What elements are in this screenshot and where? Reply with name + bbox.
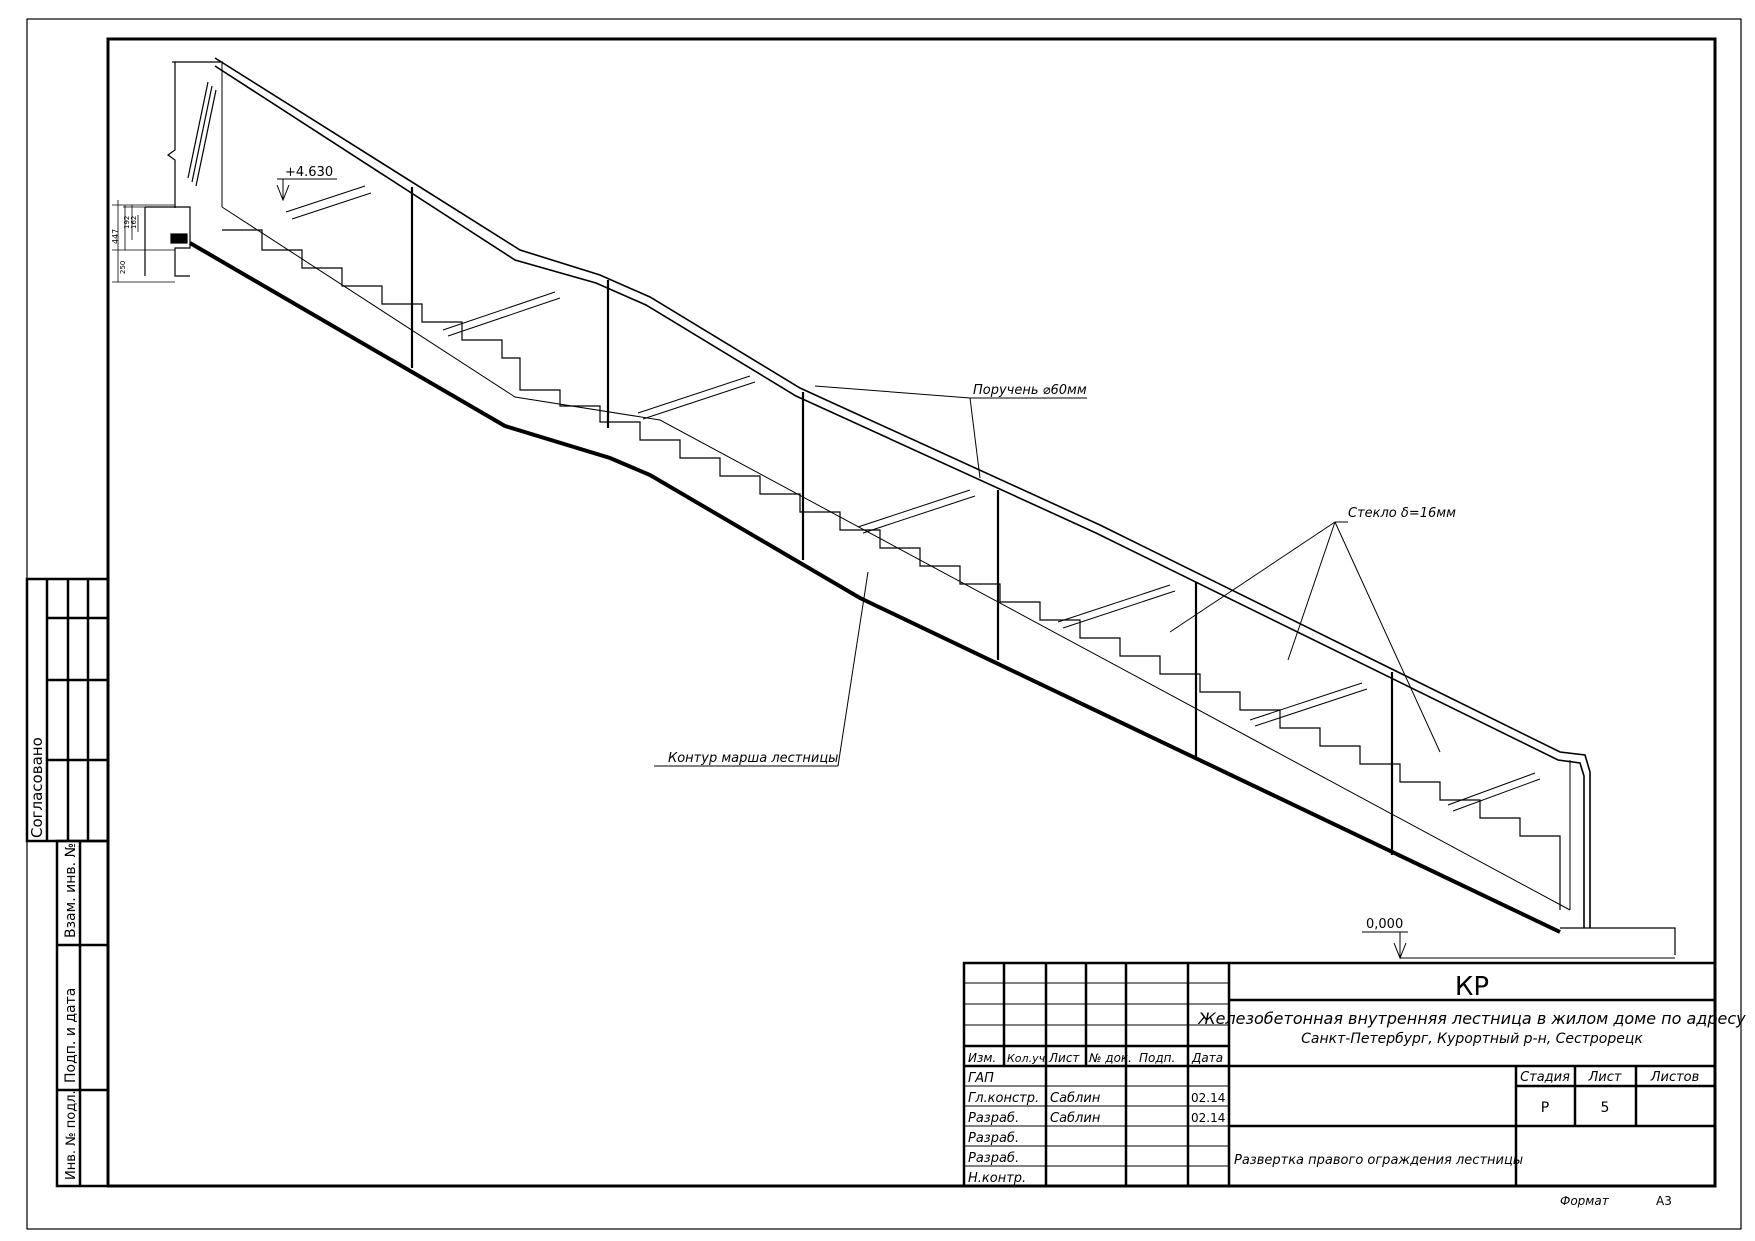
- label-glass: Стекло δ=16мм: [1348, 506, 1456, 521]
- leader-glass: [1169, 521, 1441, 753]
- label-handrail: Поручень ⌀60мм: [973, 383, 1087, 398]
- tb-row-name: Саблин: [1050, 1091, 1101, 1106]
- tb-row-role: ГАП: [968, 1071, 994, 1086]
- tb-hdr-kol: Кол.уч.: [1007, 1052, 1049, 1065]
- stair-soffit: [188, 241, 1561, 934]
- dim-162: 162: [130, 216, 138, 229]
- elevation-top-marker: [276, 178, 337, 202]
- elevation-bottom-label: 0,000: [1366, 917, 1403, 932]
- tb-project-line1: Железобетонная внутренняя лестница в жил…: [1197, 1009, 1746, 1028]
- tb-stage: Р: [1541, 1100, 1549, 1116]
- dim-250: 250: [119, 261, 127, 274]
- tb-sheet-title: Развертка правого ограждения лестницы: [1234, 1153, 1523, 1168]
- tb-hdr-izm: Изм.: [968, 1051, 996, 1065]
- tb-project-line2: Санкт-Петербург, Курортный р-н, Сестроре…: [1301, 1031, 1643, 1047]
- dimension-marks: [112, 200, 175, 283]
- title-block: [962, 961, 1717, 1188]
- tb-sheets-label: Листов: [1650, 1070, 1700, 1085]
- dim-192: 192: [123, 216, 131, 229]
- tb-hdr-podp: Подп.: [1139, 1051, 1175, 1065]
- tb-stage-label: Стадия: [1520, 1070, 1570, 1085]
- tb-format: А3: [1656, 1194, 1672, 1208]
- stamp-agreed: Согласовано: [28, 737, 46, 838]
- tb-rows: ГАП Гл.констр. Саблин 02.14 Разраб. Сабл…: [968, 1071, 1225, 1186]
- elevation-top-label: +4.630: [285, 165, 333, 180]
- tb-hdr-date: Дата: [1191, 1051, 1223, 1065]
- tb-row-date: 02.14: [1191, 1111, 1225, 1125]
- glass-hatch: [285, 185, 1541, 812]
- elevation-bottom-marker: [1362, 931, 1675, 960]
- outer-frame: [26, 18, 1742, 1230]
- tb-sheet-label: Лист: [1588, 1070, 1622, 1085]
- tb-hdr-ndoc: № док.: [1088, 1051, 1132, 1065]
- top-landing: [123, 61, 223, 277]
- side-stamp: [25, 577, 110, 1188]
- stair-steps: [222, 229, 1561, 910]
- tb-format-label: Формат: [1560, 1194, 1610, 1208]
- tb-row-name: Саблин: [1050, 1111, 1101, 1126]
- glass-panels: [221, 62, 1571, 911]
- stamp-sign-date: Подп. и дата: [63, 988, 79, 1083]
- tb-code: КР: [1455, 972, 1489, 1002]
- tb-sheet: 5: [1601, 1100, 1610, 1116]
- leader-contour: [654, 571, 869, 767]
- dim-447: 447: [111, 229, 120, 244]
- handrail: [214, 57, 1591, 928]
- tb-row-role: Разраб.: [968, 1131, 1019, 1146]
- tb-row-role: Гл.констр.: [968, 1091, 1039, 1106]
- label-contour: Контур марша лестницы: [668, 751, 838, 766]
- bottom-floor: [1560, 927, 1676, 955]
- tb-row-date: 02.14: [1191, 1091, 1225, 1105]
- tb-row-role: Н.контр.: [968, 1171, 1026, 1186]
- tb-row-role: Разраб.: [968, 1111, 1019, 1126]
- stamp-inv-replace: Взам. инв. №: [63, 843, 79, 938]
- posts: [410, 187, 1394, 855]
- staircase-drawing: 447 192 162 250 +4.630: [111, 57, 1676, 960]
- tb-row-role: Разраб.: [968, 1151, 1019, 1166]
- tb-hdr-list: Лист: [1048, 1051, 1080, 1065]
- stamp-inv-orig: Инв. № подл.: [64, 1090, 79, 1180]
- leader-handrail: [814, 385, 1087, 479]
